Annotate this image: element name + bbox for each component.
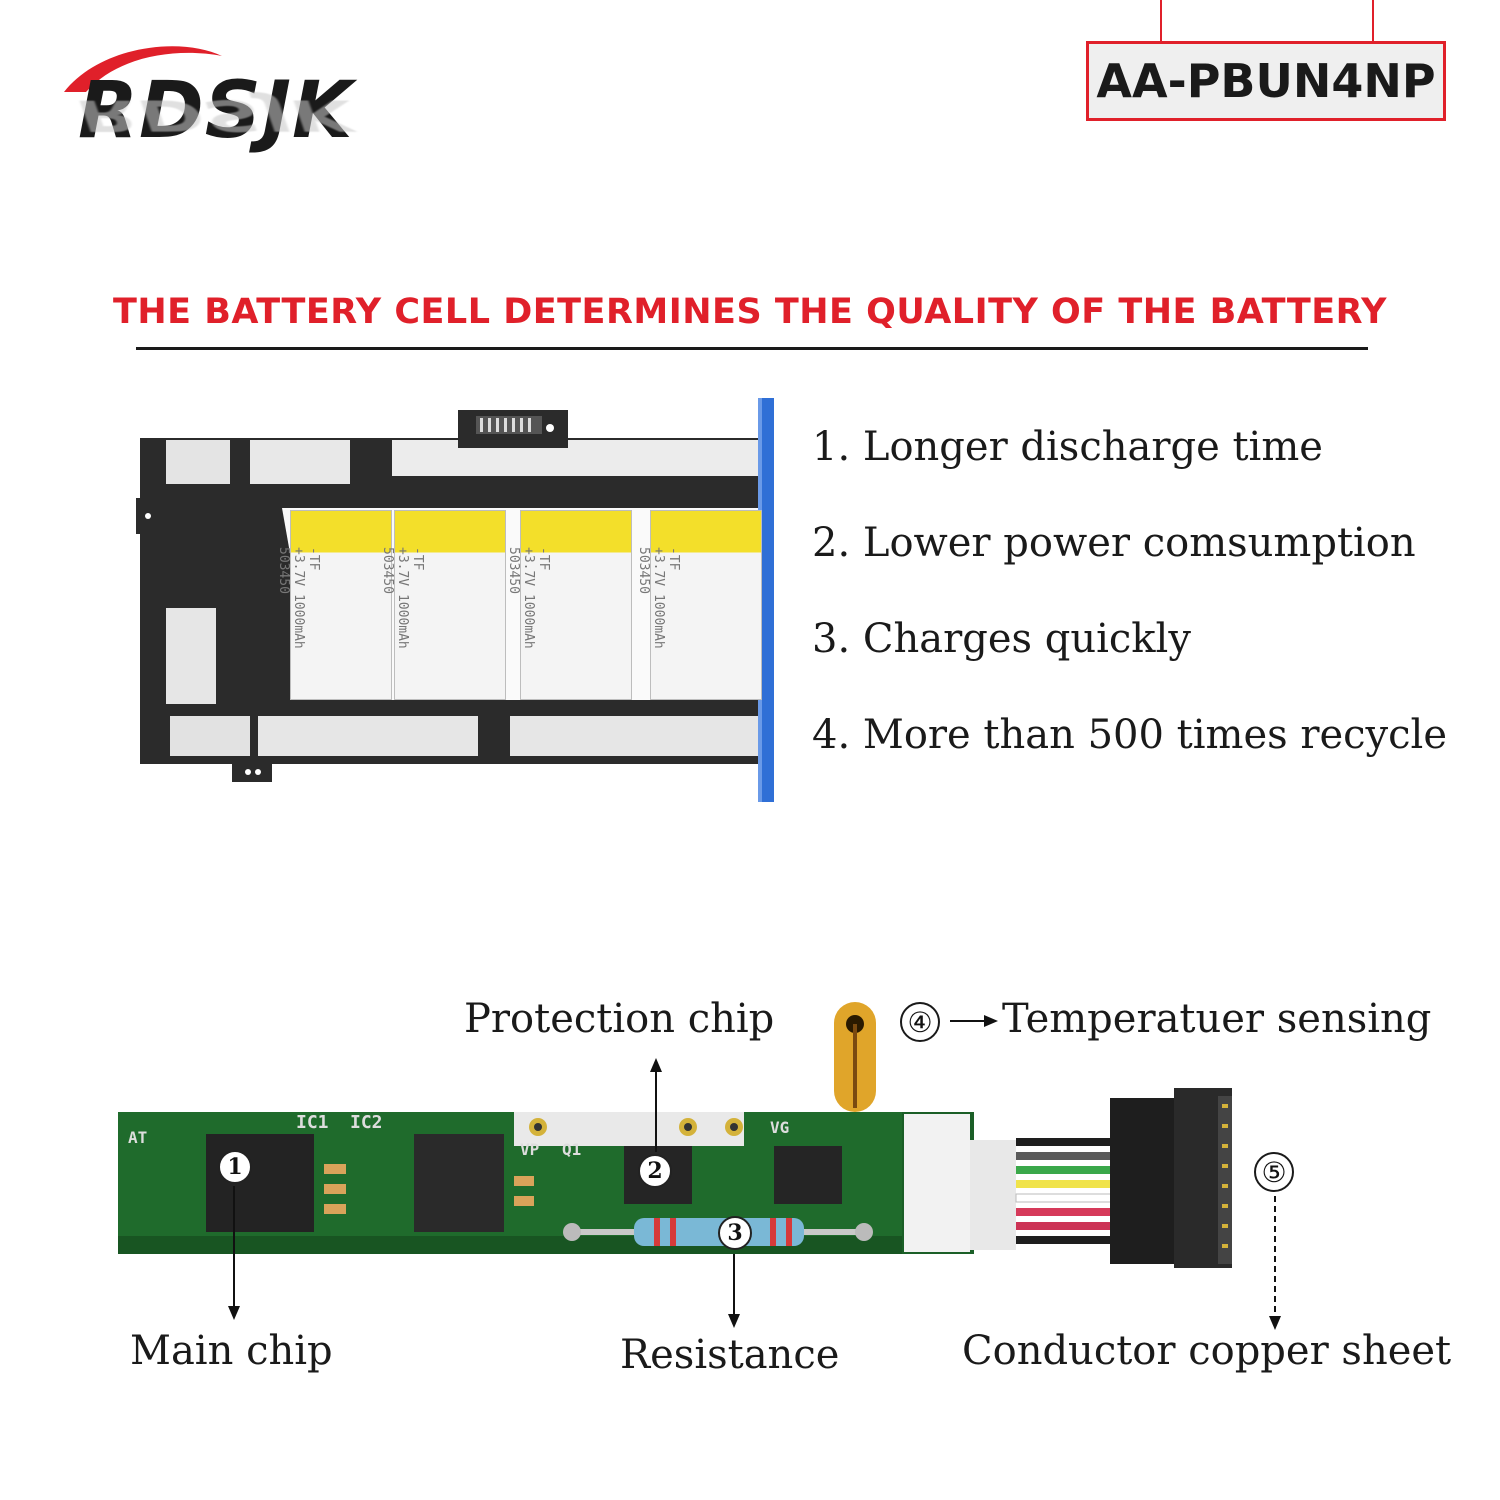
logo-swoosh [64,46,222,92]
silkscreen-vg: VG [770,1118,790,1137]
marker-resistance: 3 [718,1216,752,1250]
marker-temperature: ④ [900,1002,940,1042]
label-conductor-copper-sheet: Conductor copper sheet [962,1328,1452,1374]
silkscreen-ic1: IC1 [296,1112,329,1133]
battery-cell: -TF +3.7V 1000mAh 503450 [506,510,632,700]
silkscreen-vp: VP [520,1140,540,1159]
label-temperature-sensing: Temperatuer sensing [1002,996,1432,1042]
silkscreen-at: AT [128,1128,148,1147]
battery-cell: -TF +3.7V 1000mAh 503450 [276,510,392,700]
label-main-chip: Main chip [130,1328,333,1374]
silkscreen-ic2: IC2 [350,1112,383,1133]
headline-underline [136,347,1368,350]
marker-protection-chip: 2 [638,1154,672,1188]
model-tag: AA-PBUN4NP [1086,41,1446,121]
label-resistance: Resistance [620,1332,840,1378]
brand-logo: RDSJK [78,66,354,156]
cell-row: -TF +3.7V 1000mAh 503450 -TF +3.7V 1000m… [276,510,762,700]
headline: THE BATTERY CELL DETERMINES THE QUALITY … [112,292,1388,332]
feature-item-2: 2. Lower power comsumption [812,520,1416,566]
battery-cell: -TF +3.7V 1000mAh 503450 [636,510,762,700]
battery-cell: -TF +3.7V 1000mAh 503450 [380,510,506,700]
feature-item-3: 3. Charges quickly [812,616,1191,662]
feature-item-4: 4. More than 500 times recycle [812,712,1448,758]
tag-string-left [1160,0,1162,41]
tag-string-right [1372,0,1374,41]
silkscreen-q1: Q1 [562,1140,582,1159]
marker-main-chip: 1 [218,1150,252,1184]
feature-item-1: 1. Longer discharge time [812,424,1323,470]
marker-copper: ⑤ [1254,1152,1294,1192]
label-protection-chip: Protection chip [464,996,775,1042]
